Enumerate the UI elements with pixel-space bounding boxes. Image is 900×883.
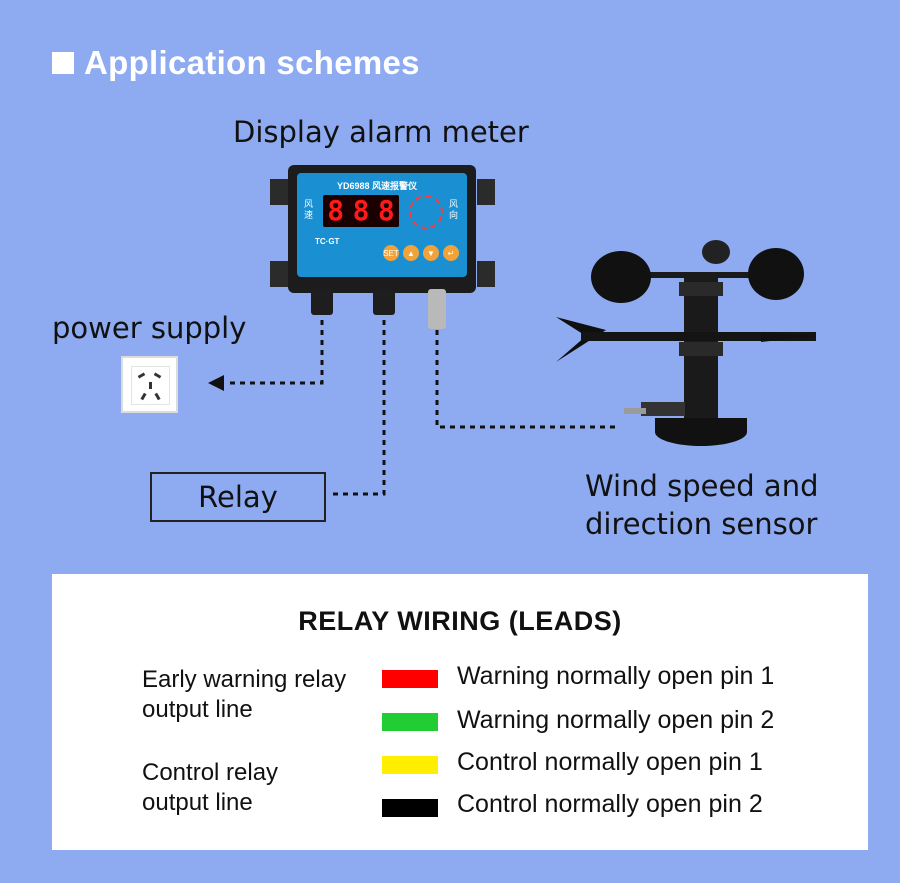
relay-label: Relay <box>198 480 278 514</box>
mount-tab-right-bottom <box>477 261 495 287</box>
anemometer-wind-vane-icon <box>556 240 816 446</box>
meter-right-text: 风向 <box>449 199 459 220</box>
mount-tab-right <box>477 179 495 205</box>
meter-up-button: ▲ <box>403 245 419 261</box>
meter-brand: TC·GT <box>315 237 340 246</box>
meter-body: YD6988 风速报警仪 风速 8 8 8 风向 TC·GT SET ▲ ▼ ↵ <box>288 165 476 293</box>
cable-gland <box>311 289 333 315</box>
sensor-connector <box>428 289 446 329</box>
sensor-label: Wind speed and direction sensor <box>585 467 819 543</box>
meter-label: Display alarm meter <box>233 115 529 149</box>
wire-label: Warning normally open pin 1 <box>457 662 775 690</box>
group-label-line: output line <box>142 696 253 723</box>
relay-box: Relay <box>150 472 326 522</box>
power-socket-icon <box>121 356 178 413</box>
led-digit: 8 <box>377 194 395 227</box>
meter-front-panel: YD6988 风速报警仪 风速 8 8 8 风向 TC·GT SET ▲ ▼ ↵ <box>297 173 467 277</box>
wire-swatch-green <box>382 713 438 731</box>
wire-swatch-black <box>382 799 438 817</box>
square-bullet-icon <box>52 52 74 74</box>
wire-swatch-yellow <box>382 756 438 774</box>
wind-direction-dial-icon <box>409 195 443 229</box>
control-relay-group-label: Control relay output line <box>142 758 278 818</box>
wire-label: Control normally open pin 2 <box>457 790 763 818</box>
meter-left-text: 风速 <box>304 199 314 220</box>
meter-set-button: SET <box>383 245 399 261</box>
mount-tab-left-bottom <box>270 261 288 287</box>
group-label-line: output line <box>142 789 253 816</box>
power-connection-line <box>225 300 324 385</box>
sensor-label-line1: Wind speed and <box>585 469 819 503</box>
relay-connection-line <box>330 300 386 496</box>
section-header: Application schemes <box>52 44 420 82</box>
display-alarm-meter: YD6988 风速报警仪 风速 8 8 8 风向 TC·GT SET ▲ ▼ ↵ <box>270 165 495 329</box>
sensor-connection-line <box>435 330 620 429</box>
led-digit: 8 <box>352 194 370 227</box>
wiring-title: RELAY WIRING (LEADS) <box>298 606 622 636</box>
group-label-line: Early warning relay <box>142 666 347 693</box>
wire-label: Warning normally open pin 2 <box>457 706 775 734</box>
wire-swatch-red <box>382 670 438 688</box>
early-warning-group-label: Early warning relay output line <box>142 665 346 725</box>
sensor-label-line2: direction sensor <box>585 507 818 541</box>
cable-gland <box>373 289 395 315</box>
meter-enter-button: ↵ <box>443 245 459 261</box>
led-display: 8 8 8 <box>323 195 399 227</box>
meter-down-button: ▼ <box>423 245 439 261</box>
group-label-line: Control relay <box>142 759 279 786</box>
connection-lines <box>208 300 620 496</box>
led-digit: 8 <box>327 194 345 227</box>
mount-tab-left <box>270 179 288 205</box>
relay-wiring-panel: RELAY WIRING (LEADS) Early warning relay… <box>52 574 868 850</box>
meter-model-text: YD6988 风速报警仪 <box>337 181 418 191</box>
arrow-left-icon <box>208 375 224 391</box>
section-title: Application schemes <box>84 44 420 81</box>
wire-label: Control normally open pin 1 <box>457 748 763 776</box>
power-supply-label: power supply <box>52 311 247 345</box>
